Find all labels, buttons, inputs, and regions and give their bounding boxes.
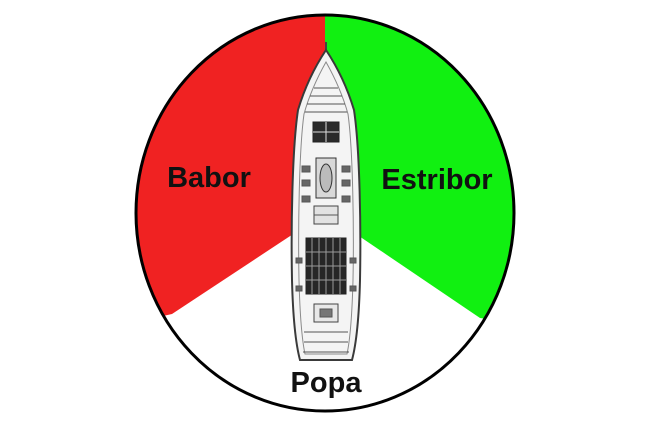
starboard-label: Estribor bbox=[381, 164, 492, 196]
stern-label: Popa bbox=[291, 367, 363, 399]
ship-top-view-icon bbox=[290, 42, 362, 361]
port-label: Babor bbox=[167, 162, 251, 194]
circle-outline bbox=[134, 13, 516, 413]
